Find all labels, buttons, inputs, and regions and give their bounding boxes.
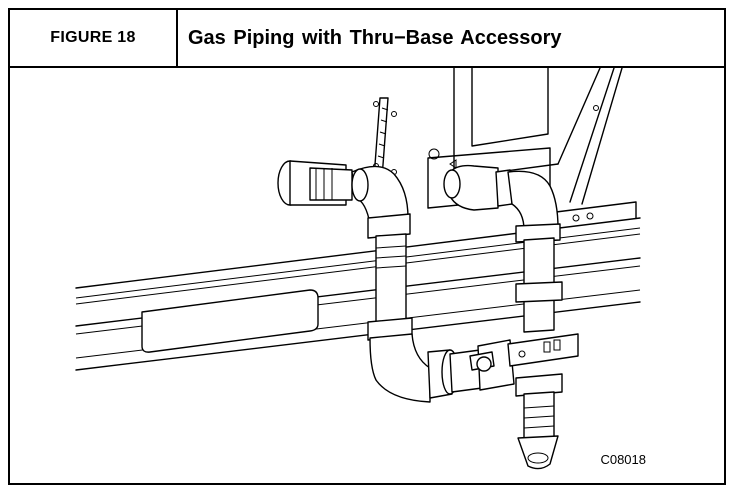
left-inlet-pipe	[277, 160, 409, 225]
figure-number: FIGURE 18	[10, 10, 178, 66]
right-vertical-pipe	[515, 223, 563, 470]
piping-illustration	[75, 67, 641, 470]
shutoff-valve	[469, 333, 579, 391]
gas-piping-drawing: C08018	[10, 67, 724, 483]
right-union	[443, 164, 559, 231]
figure-frame: FIGURE 18 Gas Piping with Thru−Base Acce…	[8, 8, 726, 485]
unit-casing	[453, 67, 637, 222]
figure-title: Gas Piping with Thru−Base Accessory	[188, 26, 562, 49]
left-vertical-pipe	[367, 213, 413, 341]
figure-header: FIGURE 18 Gas Piping with Thru−Base Acce…	[10, 10, 724, 68]
drawing-code: C08018	[600, 452, 646, 467]
lower-elbow	[369, 333, 483, 403]
base-access-slot	[141, 289, 319, 353]
